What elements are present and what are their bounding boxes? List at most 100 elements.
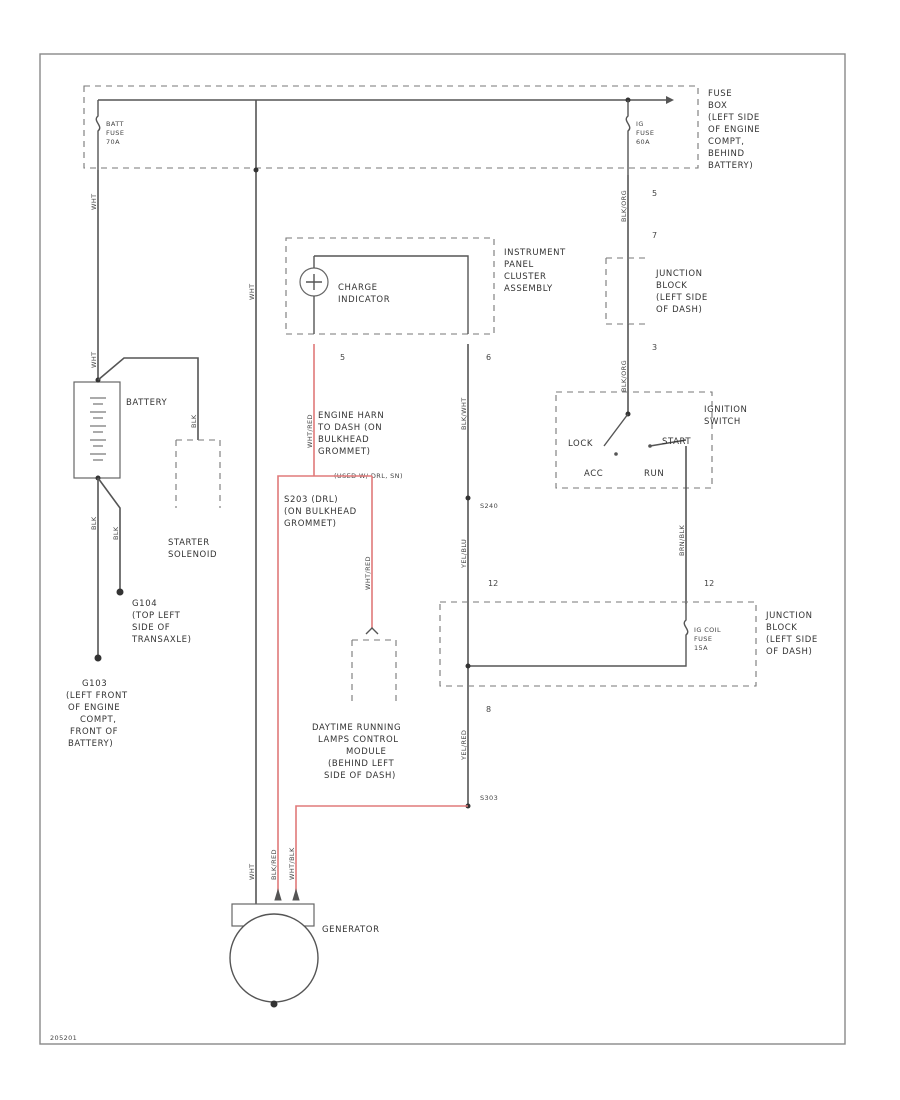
wire-starter-feed <box>97 357 199 440</box>
svg-text:(LEFT SIDE: (LEFT SIDE <box>766 635 818 645</box>
generator-icon <box>229 913 319 1003</box>
svg-text:PANEL: PANEL <box>504 260 534 270</box>
drl-control-module: DAYTIME RUNNING LAMPS CONTROL MODULE (BE… <box>312 627 401 781</box>
svg-text:OF DASH): OF DASH) <box>656 305 702 315</box>
svg-text:BLK/WHT: BLK/WHT <box>460 397 468 430</box>
battery: BATTERY <box>73 377 167 481</box>
svg-text:12: 12 <box>488 579 498 588</box>
svg-text:6: 6 <box>486 353 491 362</box>
svg-text:BOX: BOX <box>708 101 727 111</box>
starter-solenoid: STARTER SOLENOID <box>168 439 221 560</box>
battery-cells-icon <box>90 397 106 461</box>
ground-g103-label: G103 (LEFT FRONT OF ENGINE COMPT, FRONT … <box>66 679 128 749</box>
svg-text:START: START <box>662 437 691 447</box>
svg-text:7: 7 <box>652 231 657 240</box>
svg-text:G103: G103 <box>82 679 107 689</box>
svg-text:3: 3 <box>652 343 657 352</box>
svg-text:SIDE OF DASH): SIDE OF DASH) <box>324 771 396 781</box>
svg-text:SIDE OF: SIDE OF <box>132 623 170 633</box>
svg-text:60A: 60A <box>636 138 650 146</box>
svg-text:BATT: BATT <box>106 120 124 128</box>
svg-text:FUSE: FUSE <box>694 635 712 643</box>
svg-text:IG: IG <box>636 120 644 128</box>
generator: GENERATOR <box>229 888 380 1008</box>
svg-text:FUSE: FUSE <box>106 129 124 137</box>
svg-text:FRONT OF: FRONT OF <box>70 727 118 737</box>
diagram-frame <box>39 53 846 1045</box>
svg-text:8: 8 <box>486 705 491 714</box>
svg-text:COMPT,: COMPT, <box>80 715 117 725</box>
svg-text:YEL/BLU: YEL/BLU <box>460 539 468 569</box>
svg-text:FUSE: FUSE <box>708 89 732 99</box>
ground-g104-label: G104 (TOP LEFT SIDE OF TRANSAXLE) <box>131 599 192 645</box>
diagram-id: 205201 <box>50 1034 77 1042</box>
instrument-panel-cluster: CHARGE INDICATOR INSTRUMENT PANEL CLUSTE… <box>285 237 566 362</box>
ground-g104-icon <box>116 588 124 596</box>
svg-text:DAYTIME RUNNING: DAYTIME RUNNING <box>312 723 401 733</box>
svg-text:WHT: WHT <box>248 864 256 881</box>
svg-text:S203 (DRL): S203 (DRL) <box>284 495 338 505</box>
svg-text:INSTRUMENT: INSTRUMENT <box>504 248 566 258</box>
svg-text:ASSEMBLY: ASSEMBLY <box>504 284 553 294</box>
svg-text:YEL/RED: YEL/RED <box>460 730 468 761</box>
svg-text:ENGINE HARN: ENGINE HARN <box>318 411 384 421</box>
svg-text:JUNCTION: JUNCTION <box>765 611 813 621</box>
svg-text:SOLENOID: SOLENOID <box>168 550 217 560</box>
svg-text:ACC: ACC <box>584 469 603 479</box>
svg-text:SWITCH: SWITCH <box>704 417 741 427</box>
svg-text:FUSE: FUSE <box>636 129 654 137</box>
svg-text:OF ENGINE: OF ENGINE <box>708 125 760 135</box>
svg-text:(LEFT FRONT: (LEFT FRONT <box>66 691 128 701</box>
svg-text:5: 5 <box>340 353 345 362</box>
wire-s203-to-generator <box>277 475 372 896</box>
svg-text:BLK/ORG: BLK/ORG <box>620 190 628 222</box>
splice-s203-label: S203 (DRL) (ON BULKHEAD GROMMET) <box>284 495 357 529</box>
svg-text:(TOP LEFT: (TOP LEFT <box>132 611 181 621</box>
svg-text:BLK/RED: BLK/RED <box>270 849 278 880</box>
svg-text:G104: G104 <box>132 599 157 609</box>
svg-text:OF DASH): OF DASH) <box>766 647 812 657</box>
svg-text:MODULE: MODULE <box>346 747 387 757</box>
svg-text:BULKHEAD: BULKHEAD <box>318 435 369 445</box>
junction-block-bottom: 12 12 8 IG COIL FUSE 15A JUNCTION BLOCK … <box>439 579 818 714</box>
svg-text:TO DASH (ON: TO DASH (ON <box>317 423 382 433</box>
batt-fuse-icon <box>95 100 101 170</box>
ground-g103-icon <box>94 654 102 662</box>
svg-text:WHT/RED: WHT/RED <box>364 556 372 590</box>
svg-text:STARTER: STARTER <box>168 538 210 548</box>
svg-text:BLK/ORG: BLK/ORG <box>620 360 628 392</box>
svg-text:IG COIL: IG COIL <box>694 626 721 634</box>
svg-text:5: 5 <box>652 189 657 198</box>
svg-text:GENERATOR: GENERATOR <box>322 925 380 935</box>
svg-text:LOCK: LOCK <box>568 439 593 449</box>
svg-text:BLK: BLK <box>90 516 98 530</box>
junction-block-top: 5 7 3 JUNCTION BLOCK (LEFT SIDE OF DASH) <box>605 189 707 352</box>
fuse-box: BATT FUSE 70A IG FUSE 60A FUSE BOX (LEFT… <box>83 85 760 175</box>
svg-text:CLUSTER: CLUSTER <box>504 272 547 282</box>
svg-text:S303: S303 <box>480 794 498 802</box>
svg-text:BATTERY): BATTERY) <box>708 161 753 171</box>
svg-text:WHT: WHT <box>90 352 98 369</box>
svg-text:15A: 15A <box>694 644 708 652</box>
svg-text:WHT/RED: WHT/RED <box>306 414 314 448</box>
svg-text:GROMMET): GROMMET) <box>284 519 337 529</box>
svg-text:COMPT,: COMPT, <box>708 137 745 147</box>
svg-text:BATTERY): BATTERY) <box>68 739 113 749</box>
svg-text:(ON BULKHEAD: (ON BULKHEAD <box>284 507 357 517</box>
wire-ground-g104 <box>97 477 121 590</box>
ignition-switch-contact-icon <box>603 413 629 447</box>
svg-text:CHARGE: CHARGE <box>338 283 378 293</box>
svg-text:OF ENGINE: OF ENGINE <box>68 703 120 713</box>
svg-text:(BEHIND LEFT: (BEHIND LEFT <box>328 759 394 769</box>
svg-text:TRANSAXLE): TRANSAXLE) <box>131 635 192 645</box>
svg-text:GROMMET): GROMMET) <box>318 447 371 457</box>
ig-fuse-icon <box>625 100 631 175</box>
svg-text:12: 12 <box>704 579 714 588</box>
svg-text:BLK: BLK <box>112 526 120 540</box>
svg-text:RUN: RUN <box>644 469 664 479</box>
ignition-switch: LOCK START ACC RUN IGNITION SWITCH <box>555 391 747 489</box>
svg-text:BLOCK: BLOCK <box>766 623 797 633</box>
ig-coil-fuse-icon <box>468 604 689 667</box>
svg-text:BLK: BLK <box>190 414 198 428</box>
